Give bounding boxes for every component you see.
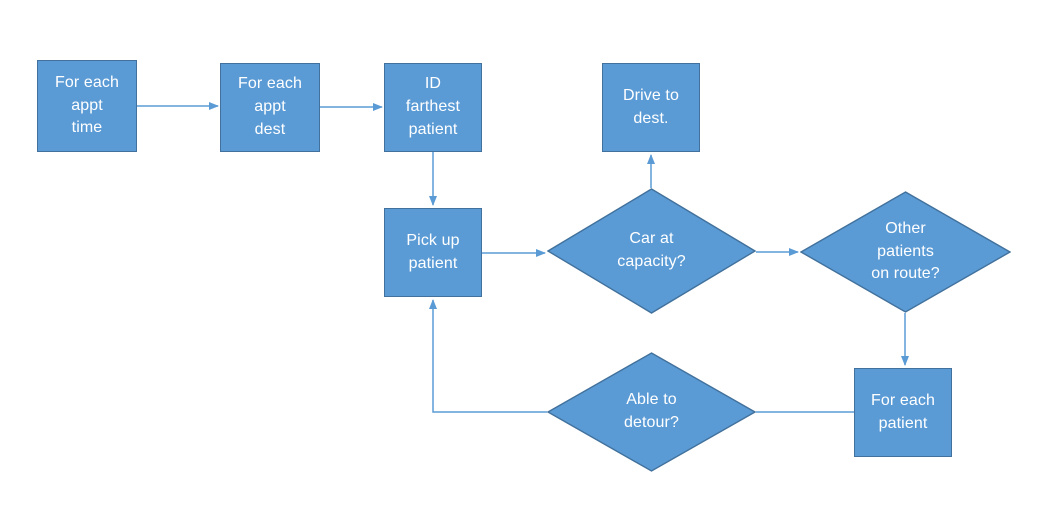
- node-label: For each appt dest: [238, 75, 302, 138]
- node-label: For each appt time: [55, 73, 119, 137]
- node-car-at-capacity[interactable]: Car at capacity?: [547, 188, 756, 314]
- node-label: Able to detour?: [624, 391, 679, 431]
- diamond-shape-icon: [800, 191, 1011, 313]
- node-label: Drive to dest.: [623, 86, 679, 127]
- diamond-shape-icon: [547, 352, 756, 472]
- node-pick-up-patient[interactable]: Pick up patient: [384, 208, 482, 297]
- node-label: For each patient: [871, 391, 935, 432]
- node-for-each-appt-dest[interactable]: For each appt dest: [220, 63, 320, 152]
- node-other-patients-on-route[interactable]: Other patients on route?: [800, 191, 1011, 313]
- node-label: Other patients on route?: [871, 219, 940, 283]
- node-label: Pick up patient: [406, 231, 460, 272]
- node-id-farthest-patient[interactable]: ID farthest patient: [384, 63, 482, 152]
- node-label: Car at capacity?: [617, 230, 686, 270]
- node-for-each-patient[interactable]: For each patient: [854, 368, 952, 457]
- node-able-to-detour[interactable]: Able to detour?: [547, 352, 756, 472]
- node-for-each-appt-time[interactable]: For each appt time: [37, 60, 137, 152]
- node-label: ID farthest patient: [405, 75, 461, 138]
- connector-able-to-detour-to-pick-up-patient: [429, 299, 547, 413]
- diamond-shape-icon: [547, 188, 756, 314]
- node-drive-to-dest[interactable]: Drive to dest.: [602, 63, 700, 152]
